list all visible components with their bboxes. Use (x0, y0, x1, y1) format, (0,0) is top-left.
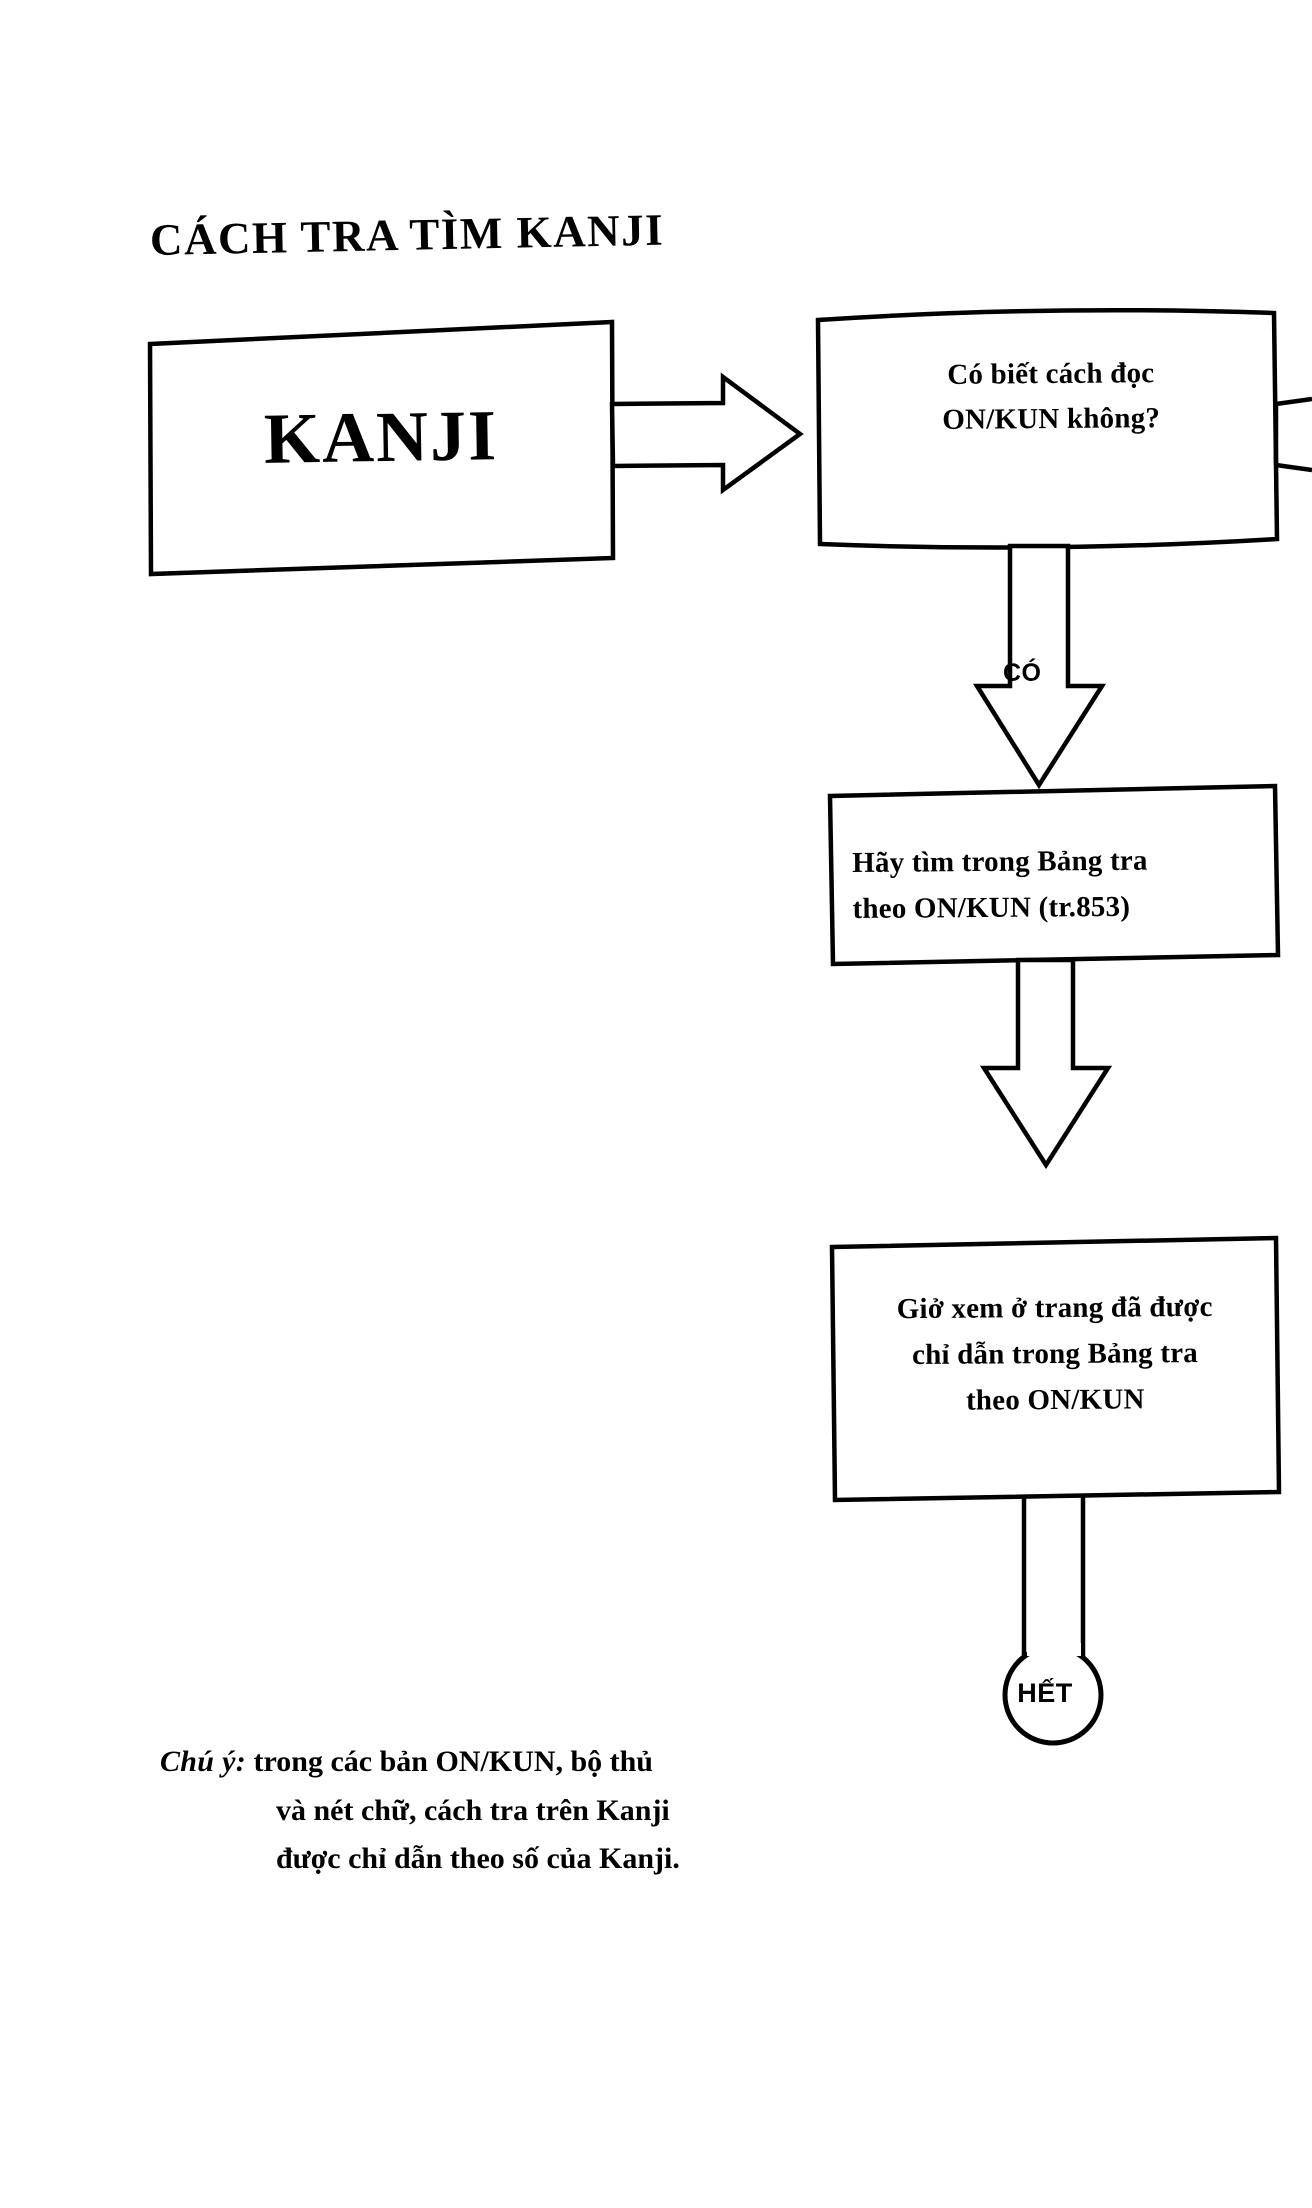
node-start-label: KANJI (263, 395, 499, 479)
node-process2-line-3: theo ON/KUN (965, 1383, 1145, 1417)
node-process2-line-1: Giở xem ở trang đã được (896, 1290, 1213, 1326)
node-process1-line-1: Hãy tìm trong Bảng tra (852, 844, 1148, 879)
edge-process2-end-connector (1021, 1496, 1086, 1672)
edge-process1-process2-arrow (979, 957, 1113, 1170)
footnote-line-3: được chỉ dẫn theo số của Kanji. (276, 1842, 680, 1876)
node-decision-label: Có biết cách đọc ON/KUN không? (836, 350, 1267, 443)
footnote-lead: Chú ý: (160, 1745, 246, 1778)
node-process1-line-2: theo ON/KUN (tr.853) (852, 891, 1131, 926)
node-end-label: HẾT (1017, 1678, 1073, 1708)
node-decision-line-2: ON/KUN không? (942, 402, 1161, 436)
edge-decision-offpage-arrow (1275, 396, 1312, 473)
node-process2-line-2: chỉ dẫn trong Bảng tra (911, 1336, 1199, 1371)
page-title: CÁCH TRA TÌM KANJI (149, 204, 665, 265)
edge-start-decision-arrow (609, 372, 804, 495)
node-process2-label: Giở xem ở trang đã được chỉ dẫn trong Bả… (840, 1285, 1271, 1425)
connector-circle-joint-mask (1027, 1643, 1081, 1656)
footnote: Chú ý: trong các bản ON/KUN, bộ thủ và n… (160, 1738, 860, 1884)
footnote-text-1: trong các bản ON/KUN, bộ thủ (253, 1745, 654, 1778)
node-decision-line-1: Có biết cách đọc (947, 357, 1155, 391)
footnote-line-2: và nét chữ, cách tra trên Kanji (276, 1793, 670, 1827)
edge-label-co: CÓ (1003, 659, 1042, 687)
footnote-line-1: Chú ý: trong các bản ON/KUN, bộ thủ (160, 1738, 860, 1787)
node-process1-label: Hãy tìm trong Bảng tra theo ON/KUN (tr.8… (852, 837, 1273, 933)
